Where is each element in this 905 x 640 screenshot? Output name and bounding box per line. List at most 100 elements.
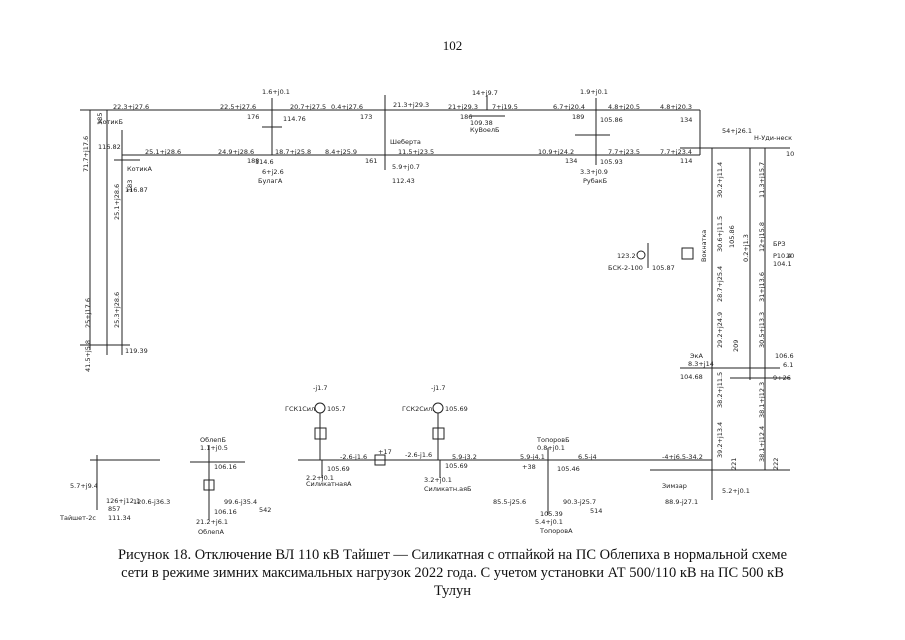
label-s86: 186 xyxy=(460,113,473,121)
label-bus-7: 7.7+j23.5 xyxy=(608,148,641,156)
label-topor-b: ТопоровБ xyxy=(537,436,570,444)
label-topor-v: 105.46 xyxy=(557,465,580,473)
label-top-9: 4.8+j20.5 xyxy=(608,103,641,111)
label-right-v1: 30.2+j11.4 xyxy=(716,161,724,198)
label-119-39: 119.39 xyxy=(125,347,148,355)
label-bottom-7: +17 xyxy=(378,448,392,456)
label-sil-load2: 3.2+j0.1 xyxy=(424,476,452,484)
label-116-87: 116.87 xyxy=(125,186,148,194)
label-bottom-1: -4+j6.5-34.2 xyxy=(662,453,703,461)
label-vert-left-3: 25+j17.6 xyxy=(84,298,92,328)
label-load-top-3: 1.9+j0.1 xyxy=(580,88,608,96)
label-bsk-v: 123.2 xyxy=(617,252,636,260)
label-eka: ЭкА xyxy=(690,352,703,360)
label-gsk1-v: 105.7 xyxy=(327,405,346,413)
label-bus-5: 11.5+j23.5 xyxy=(398,148,435,156)
gsk1-box xyxy=(314,427,327,440)
label-bottom-5: -2.6-j1.6 xyxy=(405,451,433,459)
label-obl-a: ОблепА xyxy=(198,528,224,536)
label-obl-v: 106.16 xyxy=(214,463,237,471)
label-load-bus-3: 3.3+j0.9 xyxy=(580,168,608,176)
label-kuvoel: КуВоелБ xyxy=(470,126,500,134)
label-s76: 176 xyxy=(247,113,260,121)
label-s54: 54+j26.1 xyxy=(722,127,752,135)
sil-box xyxy=(374,454,386,466)
label-load-bus-1: 6+j2.6 xyxy=(262,168,284,176)
label-zim-flow1: 88.9-j27.1 xyxy=(665,498,699,506)
label-kotik-b: КотикБ xyxy=(98,118,123,126)
caption-line-2: сети в режиме зимних максимальных нагруз… xyxy=(121,565,784,581)
label-topor-flow2: 90.3-j25.7 xyxy=(563,498,597,506)
label-obl-flow2: 99.6-j35.4 xyxy=(224,498,258,506)
label-vert-left-5: 41.5+j5.8 xyxy=(84,339,92,372)
label-eka-v: 104.68 xyxy=(680,373,703,381)
label-obl-load2: 21.2+j6.1 xyxy=(196,518,229,526)
bsk-circle xyxy=(636,250,646,260)
label-brz-v: 104.1 xyxy=(773,260,792,268)
label-right-w4: 30.5+j13.3 xyxy=(758,311,766,348)
label-right-v3: 28.7+j25.4 xyxy=(716,265,724,302)
label-shebertа: Шеберта xyxy=(390,138,421,146)
label-right-w3: 31+j13.6 xyxy=(758,272,766,302)
label-right-w5: 38.1+j12.3 xyxy=(758,381,766,418)
label-topor-load2: 5.4+j0.1 xyxy=(535,518,563,526)
label-top-5: 21.3+j29.3 xyxy=(393,101,430,109)
label-top-2: 22.5+j27.6 xyxy=(220,103,257,111)
label-right-v6: 39.2+j13.4 xyxy=(716,421,724,458)
label-s73: 173 xyxy=(360,113,373,121)
label-105-86: 105.86 xyxy=(600,116,623,124)
label-taish-v: 111.34 xyxy=(108,514,131,522)
label-s209: 209 xyxy=(732,339,740,352)
label-eka-load: 8.3+j14 xyxy=(688,360,714,368)
label-bus-4: 8.4+j25.9 xyxy=(325,148,358,156)
label-bottom-6: 5.9-j3.2 xyxy=(452,453,477,461)
label-bottom-8: +38 xyxy=(522,463,536,471)
bsk-box xyxy=(681,247,694,260)
label-vokhatka: Вокнатка xyxy=(700,229,708,262)
label-s88: 188 xyxy=(247,157,260,165)
label-vert-left-1: 71.7+j17.6 xyxy=(82,135,90,172)
label-load-top-1: 1.6+j0.1 xyxy=(262,88,290,96)
label-vert-left-2: 25.1+j28.6 xyxy=(113,183,121,220)
label-obl-v2: 106.16 xyxy=(214,508,237,516)
label-bsk-v2: 105.87 xyxy=(652,264,675,272)
label-bottom-2: 6.5-j4 xyxy=(578,453,597,461)
label-114-76: 114.76 xyxy=(283,115,306,123)
label-s14: 114 xyxy=(680,157,693,165)
label-s83: 183 xyxy=(126,179,134,192)
label-right-v4: 29.2+j24.9 xyxy=(716,311,724,348)
label-load-top-2: 14+j9.7 xyxy=(472,89,498,97)
label-top-4: 0.4+j27.6 xyxy=(331,103,364,111)
figure-caption: Рисунок 18. Отключение ВЛ 110 кВ Тайшет … xyxy=(55,546,850,600)
label-bus-6: 10.9+j24.2 xyxy=(538,148,575,156)
label-s85: 185 xyxy=(96,112,104,125)
label-s34: 134 xyxy=(680,116,693,124)
gsk2-box xyxy=(432,427,445,440)
label-bus-1: 25.1+j28.6 xyxy=(145,148,182,156)
label-obl-b: ОблепБ xyxy=(200,436,226,444)
label-sil-load1: 2.2+j0.1 xyxy=(306,474,334,482)
label-right-v2: 30.6+j11.5 xyxy=(716,215,724,252)
label-gsk2-v: 105.69 xyxy=(445,405,468,413)
label-sil-a: СиликатнаяА xyxy=(306,480,352,488)
label-right-w1: 11.3+j15.7 xyxy=(758,161,766,198)
label-topor-flow1: 85.5-j25.6 xyxy=(493,498,527,506)
label-112-43: 112.43 xyxy=(392,177,415,185)
label-s222: 222 xyxy=(772,457,780,470)
label-top-7: 7+j19.5 xyxy=(492,103,518,111)
label-bsk: БСК-2-100 xyxy=(608,264,643,272)
label-zim-load: 5.2+j0.1 xyxy=(722,487,750,495)
label-ten-a: 10 xyxy=(786,150,795,158)
label-right-v5: 38.2+j11.5 xyxy=(716,371,724,408)
label-topor-v2: 105.39 xyxy=(540,510,563,518)
label-bus-3: 18.7+j25.8 xyxy=(275,148,312,156)
label-bus-8: 7.7+j23.4 xyxy=(660,148,693,156)
label-s34b: 134 xyxy=(565,157,578,165)
label-gsk1: ГСК1Сил. xyxy=(285,405,318,413)
label-top-10: 4.8+j20.3 xyxy=(660,103,693,111)
label-taish-flow: 5.7+j9.4 xyxy=(70,482,98,490)
label-s9-26: 9+26 xyxy=(773,374,791,382)
label-top-6: 21+j29.3 xyxy=(448,103,478,111)
